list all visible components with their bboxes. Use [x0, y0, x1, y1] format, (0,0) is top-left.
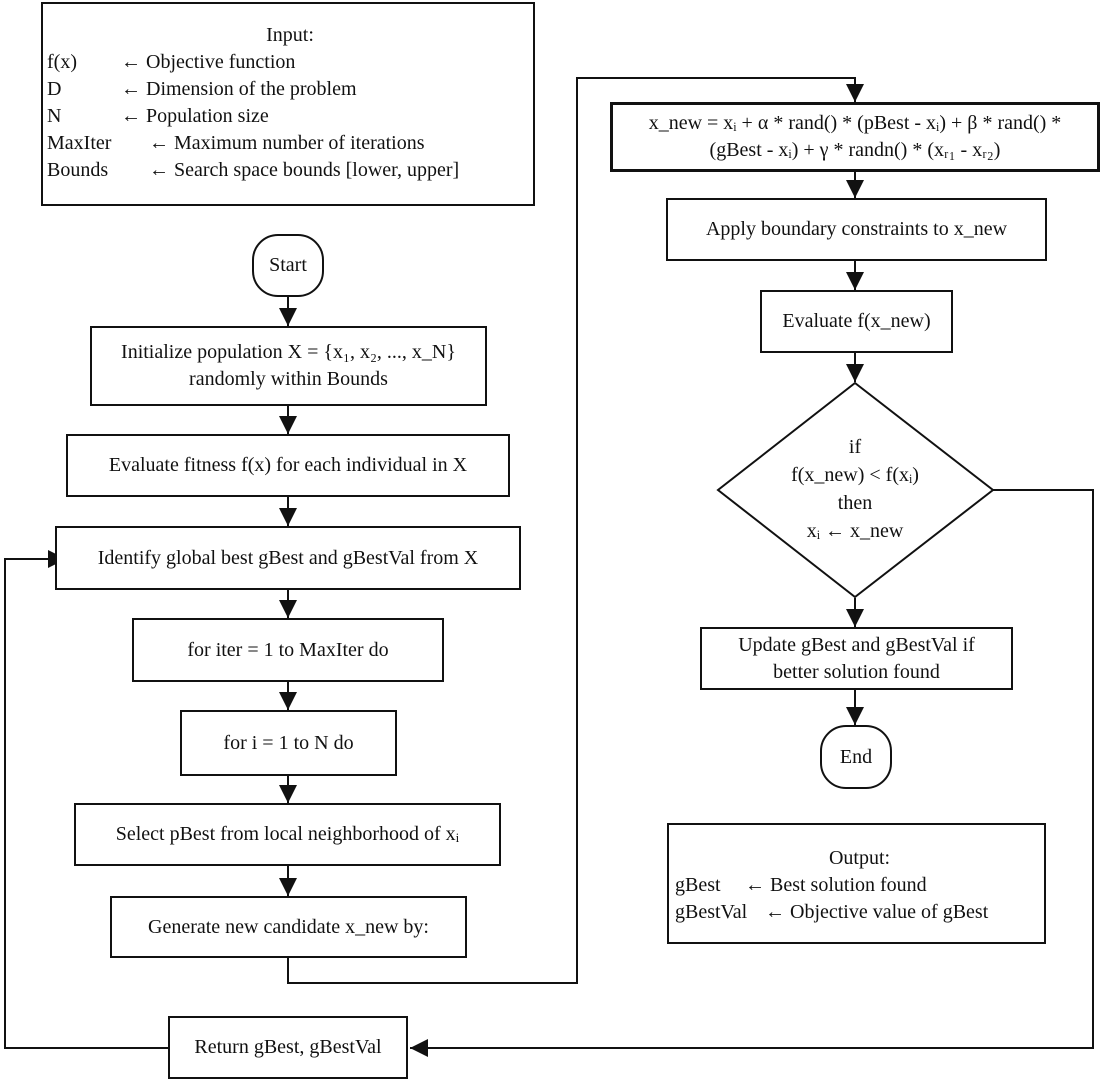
output-title: Output:: [828, 847, 891, 869]
input-row: f(x)← Objective function: [47, 51, 296, 73]
output-row: gBestVal← Objective value of gBest: [675, 901, 989, 923]
input-row: N← Population size: [47, 105, 269, 127]
input-row: Bounds← Search space bounds [lower, uppe…: [47, 159, 460, 181]
output-row: gBest← Best solution found: [675, 874, 927, 896]
arrow-cond-return: [410, 489, 1094, 1057]
input-title: Input:: [266, 24, 314, 46]
output-box: Output: gBest← Best solution found gBest…: [667, 823, 1046, 944]
update-position-box: x_new = xᵢ + α * rand() * (pBest - xᵢ) +…: [610, 102, 1100, 172]
end-node: End: [820, 725, 892, 789]
condition-diamond: [716, 381, 995, 599]
arrow-generate-update: [287, 77, 864, 984]
initialize-population-box: Initialize population X = {x₁, x₂, ..., …: [90, 326, 487, 406]
generate-candidate-box: Generate new candidate x_new by:: [110, 896, 467, 958]
input-box: Input: f(x)← Objective function D← Dimen…: [41, 2, 535, 206]
apply-constraints-box: Apply boundary constraints to x_new: [666, 198, 1047, 261]
identify-global-best-box: Identify global best gBest and gBestVal …: [55, 526, 521, 590]
input-row: D← Dimension of the problem: [47, 78, 357, 100]
for-i-box: for i = 1 to N do: [180, 710, 397, 776]
return-box: Return gBest, gBestVal: [168, 1016, 408, 1079]
evaluate-fitness-box: Evaluate fitness f(x) for each individua…: [66, 434, 510, 497]
evaluate-new-box: Evaluate f(x_new): [760, 290, 953, 353]
start-node: Start: [252, 234, 324, 297]
arrow-return-identify: [4, 550, 168, 1049]
select-pbest-box: Select pBest from local neighborhood of …: [74, 803, 501, 866]
condition-text: if f(x_new) < f(xᵢ) then xᵢ ← x_new: [791, 436, 919, 542]
input-row: MaxIter← Maximum number of iterations: [47, 132, 425, 154]
for-iter-box: for iter = 1 to MaxIter do: [132, 618, 444, 682]
update-gbest-box: Update gBest and gBestVal if better solu…: [700, 627, 1013, 690]
